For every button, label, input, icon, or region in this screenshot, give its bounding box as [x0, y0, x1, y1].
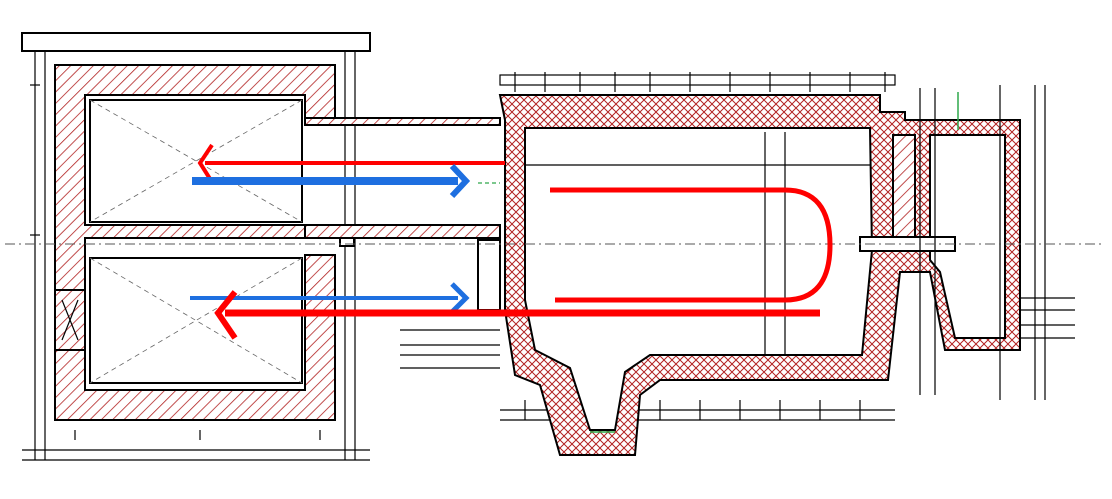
flow-arrows — [190, 143, 833, 340]
furnace-bath — [524, 127, 874, 431]
outlet-pipe — [1020, 297, 1075, 339]
left-regenerator — [21, 32, 371, 461]
top-cap-plate — [21, 32, 371, 52]
throat-column — [892, 134, 916, 241]
lower-checker-chamber — [89, 257, 303, 384]
port-neck — [304, 117, 501, 369]
hot-u-loop-arrow — [550, 187, 833, 303]
furnace-body — [498, 72, 1075, 456]
refiner-chamber — [929, 134, 1006, 339]
